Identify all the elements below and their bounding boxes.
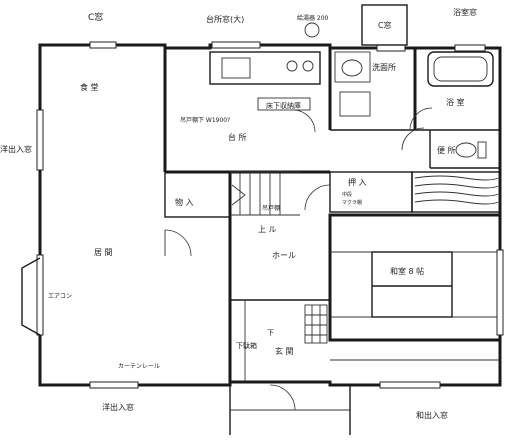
label-living: 居 間 [94,248,113,257]
label-stair-note: 吊戸棚 [262,204,280,212]
label-closet-note: 中段 [342,191,352,198]
doors [164,107,433,411]
label-dining: 食 堂 [80,82,99,92]
label-c-glass: C窓 [378,20,392,30]
closet-grain [414,175,499,205]
toilet-icon [455,141,487,159]
bay-window [21,257,41,336]
kitchen-counter [209,51,321,111]
label-storage: 物 入 [175,197,194,207]
label-entrance: 玄 関 [275,346,294,356]
outdoor-elements [304,4,408,46]
sink-icon [221,57,251,79]
washroom-fixtures [334,51,371,117]
windows [36,41,504,389]
shoe-box-hatch [304,304,328,344]
label-japanese-room: 和室 8 帖 [390,266,424,276]
stove-icon [286,60,298,72]
label-under-floor-storage: 床下収納庫 [266,101,301,110]
label-west-window: 洋出入窓 [0,144,32,154]
label-c-window: C窓 [88,11,103,23]
label-water-heater: 給湯器 200 [297,14,329,22]
interior-walls [163,45,502,435]
label-living-window: 洋出入窓 [102,402,134,412]
washbasin-icon [334,51,371,83]
label-shoe-box: 下駄箱 [236,341,257,350]
label-aircon: エアコン [48,293,72,300]
label-bath: 浴 室 [446,97,465,107]
label-japanese-window: 和出入窓 [416,410,448,420]
label-closet: 押 入 [348,177,367,187]
label-bath-window: 浴室窓 [453,7,477,17]
label-hanging-cabinet: 吊戸棚下 W1900? [180,116,230,124]
label-down: 下 [267,329,274,337]
staircase [230,171,300,216]
label-closet-note2: マクラ棚 [342,199,362,206]
label-hall: ホール [272,251,296,260]
label-upper: 上 ル [258,225,277,234]
bathtub-icon [427,51,494,87]
label-kitchen: 台 所 [228,132,247,142]
label-washroom: 洗面所 [372,62,396,72]
label-curtain-rail: カーテンレール [118,363,160,370]
label-kitchen-window: 台所窓(大) [206,14,244,24]
label-wc: 便 所 [437,145,456,155]
